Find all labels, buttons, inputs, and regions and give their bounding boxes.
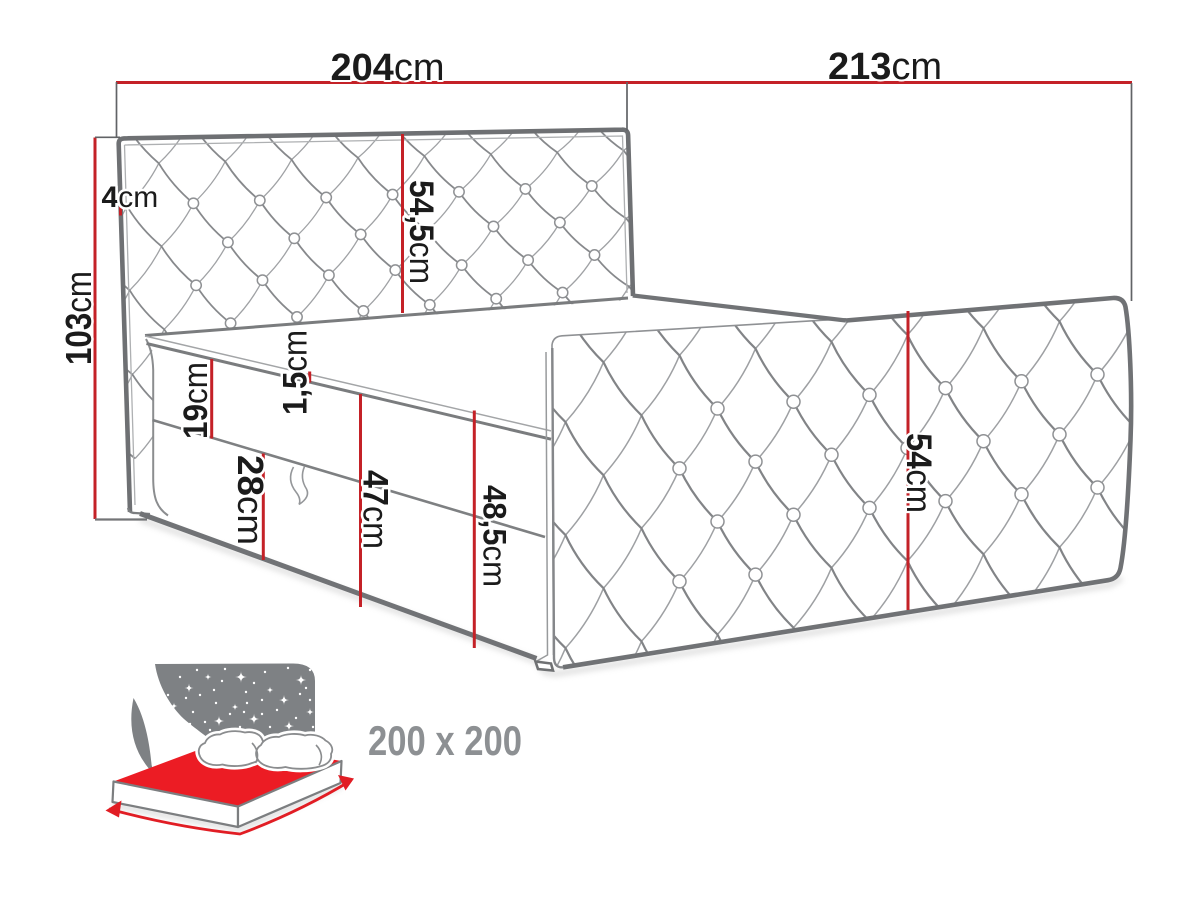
svg-text:1,5cm: 1,5cm <box>277 330 315 415</box>
svg-text:54cm: 54cm <box>899 433 938 513</box>
svg-text:47cm: 47cm <box>356 470 395 549</box>
svg-text:4cm: 4cm <box>102 181 159 214</box>
svg-text:103cm: 103cm <box>58 271 99 365</box>
svg-text:213cm: 213cm <box>828 46 942 88</box>
svg-text:54,5cm: 54,5cm <box>402 180 440 284</box>
svg-text:19cm: 19cm <box>177 362 215 439</box>
svg-text:204cm: 204cm <box>330 47 444 89</box>
svg-text:28cm: 28cm <box>230 455 271 545</box>
svg-text:48,5cm: 48,5cm <box>477 485 513 587</box>
svg-text:200 x 200: 200 x 200 <box>368 717 522 764</box>
